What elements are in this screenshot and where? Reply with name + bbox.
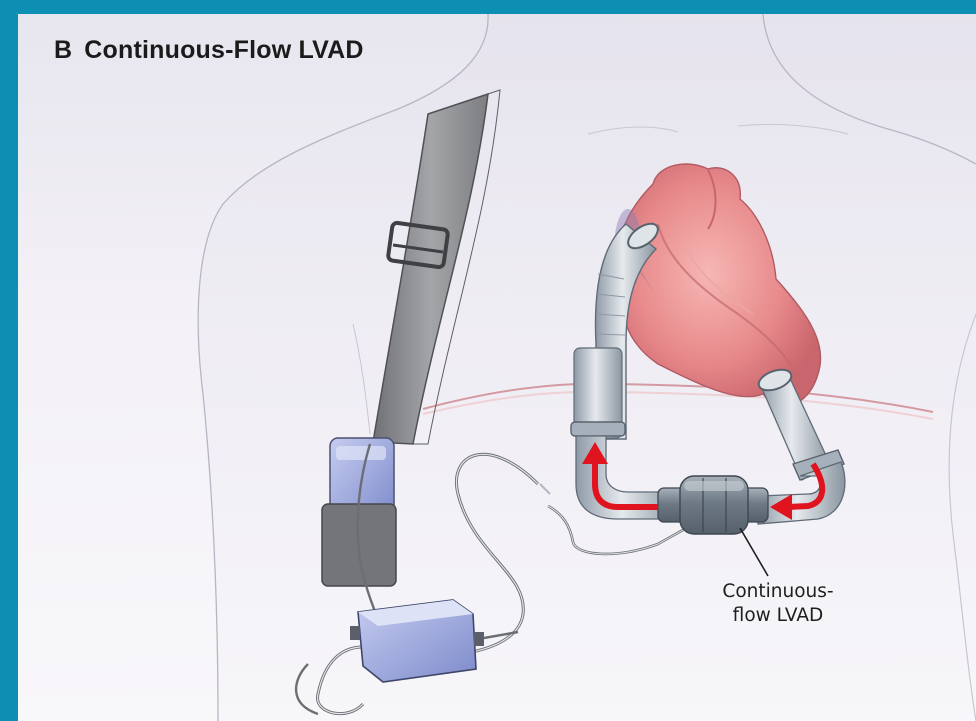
panel-title-text: Continuous-Flow LVAD: [84, 36, 363, 64]
panel-letter: B: [54, 36, 72, 64]
figure-panel: B Continuous-Flow LVAD Continuous- flow L…: [18, 14, 976, 721]
callout-line-1: Continuous-: [678, 580, 878, 604]
panel-title: B Continuous-Flow LVAD: [54, 36, 364, 65]
lvad-callout-label: Continuous- flow LVAD: [678, 580, 878, 628]
callout-line-2: flow LVAD: [678, 604, 878, 628]
